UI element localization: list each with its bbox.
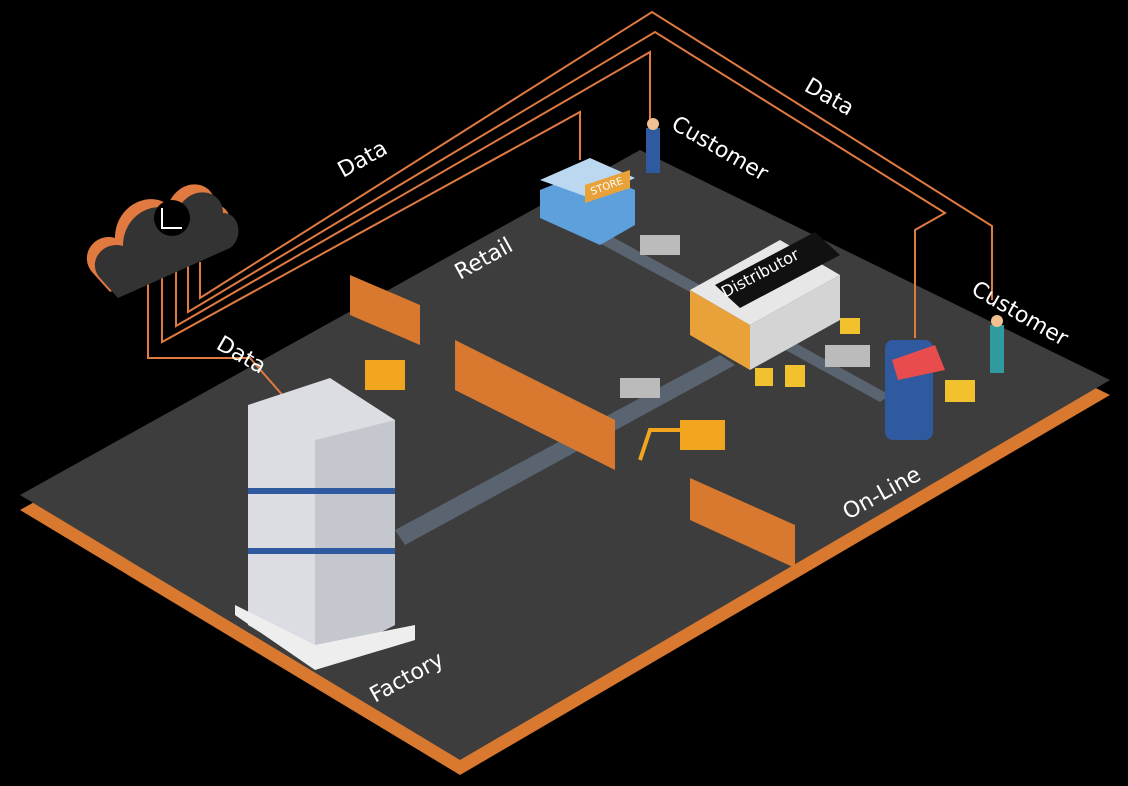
store-building: STORE: [540, 158, 635, 245]
brick-wall: [350, 275, 420, 345]
data-line-online: [187, 30, 947, 338]
customer-person: [646, 128, 660, 173]
bulldozer: [365, 360, 405, 390]
distributor-warehouse: Distributor: [690, 232, 840, 370]
excavator: [680, 420, 725, 450]
delivery-truck: [620, 378, 660, 398]
cloud-icon: [86, 184, 239, 298]
data-line-customer-right: [199, 10, 993, 300]
data-line-retail: [161, 110, 581, 344]
customer-head: [647, 118, 659, 130]
brick-walls: [350, 275, 795, 568]
smartphone-shop-icon: [885, 340, 975, 440]
customer-person: [990, 325, 1004, 373]
shopping-cart-icon: [945, 380, 975, 402]
customer-head: [991, 315, 1003, 327]
brick-wall: [455, 340, 615, 470]
delivery-truck: [640, 235, 680, 255]
data-lines: [142, 10, 993, 439]
brick-wall: [690, 478, 795, 568]
excavator-arm: [638, 428, 680, 461]
roads: [395, 230, 890, 545]
delivery-truck: [825, 345, 870, 367]
vehicles-and-people: [365, 118, 1004, 461]
data-line-customer: [175, 50, 651, 328]
data-label: Data: [800, 74, 858, 122]
boxes: [755, 318, 860, 387]
data-label: Data: [334, 136, 392, 183]
factory-building: [235, 378, 415, 670]
